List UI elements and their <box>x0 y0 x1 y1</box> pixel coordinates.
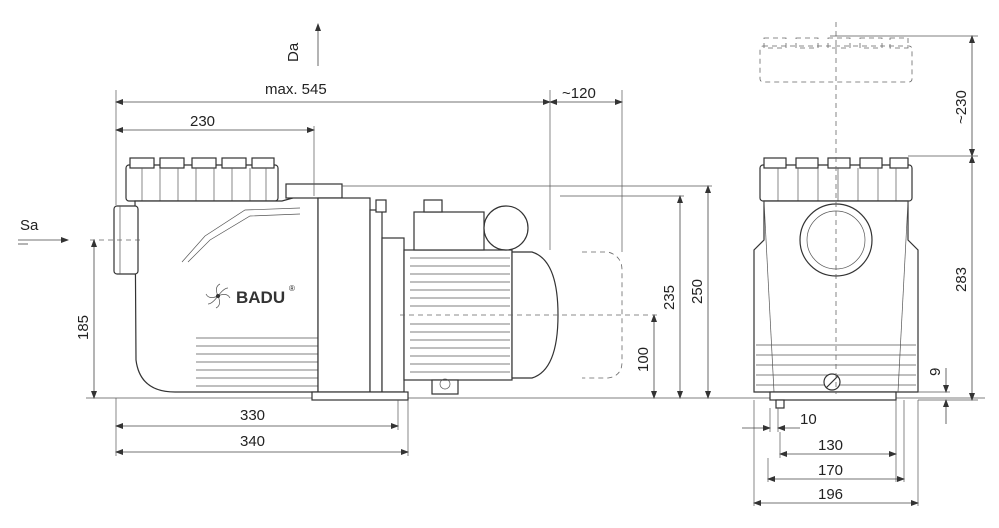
brand-name: BADU <box>236 288 285 307</box>
badu-swirl-icon <box>205 283 231 309</box>
dim-330-label: 330 <box>240 407 265 424</box>
dim-discharge-height-label: 235 <box>661 285 678 310</box>
pump-housing <box>134 183 343 393</box>
dim-motor-axis-label: 100 <box>635 347 652 372</box>
dim-340-label: 340 <box>240 433 265 450</box>
dim-housing-depth-label: 230 <box>190 113 215 130</box>
discharge-label: Da <box>285 42 302 62</box>
motor-flange <box>311 197 409 401</box>
brand-registered: ® <box>289 284 295 293</box>
dim-10-label: 10 <box>800 411 817 428</box>
dim-front-height-label: 283 <box>953 267 970 292</box>
front-view: ~230 283 9 10 130 170 196 <box>742 22 978 506</box>
side-view: BADU ® <box>18 23 985 456</box>
dim-max-length-label: max. 545 <box>265 81 327 98</box>
strainer-lid <box>125 157 279 202</box>
dim-130-label: 130 <box>818 437 843 454</box>
lid-removed-outline <box>759 37 913 83</box>
dim-196-label: 196 <box>818 486 843 503</box>
dim-motor-removal-label: ~120 <box>562 85 596 102</box>
dim-170-label: 170 <box>818 462 843 479</box>
dim-total-height-label: 250 <box>689 279 706 304</box>
front-lid <box>759 157 913 202</box>
dim-suction-height-label: 185 <box>75 315 92 340</box>
dim-lid-removal-label: ~230 <box>953 90 970 124</box>
brand-logo: BADU ® <box>205 283 295 309</box>
suction-label: Sa <box>20 217 39 234</box>
motor <box>403 199 559 395</box>
dim-foot-height-label: 9 <box>927 368 944 376</box>
